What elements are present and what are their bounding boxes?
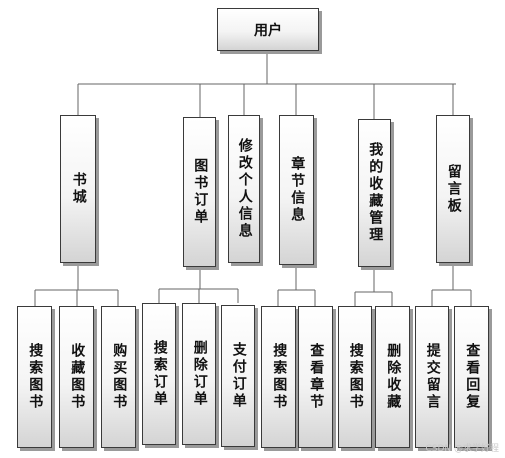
leaf-node: 搜索图书 [261, 306, 296, 448]
leaf-node: 删除收藏 [375, 306, 410, 448]
leaf-node: 搜索订单 [142, 303, 176, 445]
leaf-node: 支付订单 [221, 305, 255, 447]
watermark: CSDN @求学好程 [425, 444, 499, 454]
module-label: 章节信息 [289, 156, 306, 224]
leaf-label: 收藏图书 [69, 343, 86, 411]
leaf-label: 删除订单 [191, 340, 208, 408]
module-node-bookstore: 书城 [60, 115, 96, 263]
module-label: 图书订单 [192, 158, 209, 226]
leaf-label: 支付订单 [230, 342, 247, 410]
leaf-label: 搜索订单 [151, 340, 168, 408]
leaf-node: 购买图书 [101, 306, 136, 448]
leaf-node: 查看回复 [454, 306, 489, 448]
module-node-chapter-info: 章节信息 [279, 115, 314, 265]
leaf-node: 搜索图书 [338, 306, 372, 448]
leaf-node: 搜索图书 [17, 306, 52, 448]
leaf-label: 搜索图书 [271, 343, 288, 411]
leaf-label: 提交留言 [424, 343, 441, 411]
module-node-edit-profile: 修改个人信息 [228, 115, 260, 263]
leaf-label: 查看回复 [464, 343, 481, 411]
leaf-label: 购买图书 [111, 343, 128, 411]
module-label: 书城 [70, 172, 87, 206]
module-node-favorites: 我的收藏管理 [358, 119, 391, 267]
module-node-message-board: 留言板 [436, 115, 470, 263]
leaf-label: 删除收藏 [385, 343, 402, 411]
leaf-label: 搜索图书 [347, 343, 364, 411]
root-node-label: 用户 [254, 22, 282, 39]
module-label: 修改个人信息 [236, 138, 253, 240]
module-node-book-orders: 图书订单 [183, 117, 216, 267]
module-label: 我的收藏管理 [367, 142, 384, 244]
module-label: 留言板 [445, 163, 462, 215]
leaf-node: 提交留言 [415, 306, 449, 448]
leaf-node: 查看章节 [298, 306, 333, 448]
leaf-label: 搜索图书 [27, 343, 44, 411]
leaf-node: 收藏图书 [59, 306, 94, 448]
leaf-label: 查看章节 [308, 343, 325, 411]
leaf-node: 删除订单 [182, 303, 216, 445]
root-node-user: 用户 [217, 8, 319, 51]
